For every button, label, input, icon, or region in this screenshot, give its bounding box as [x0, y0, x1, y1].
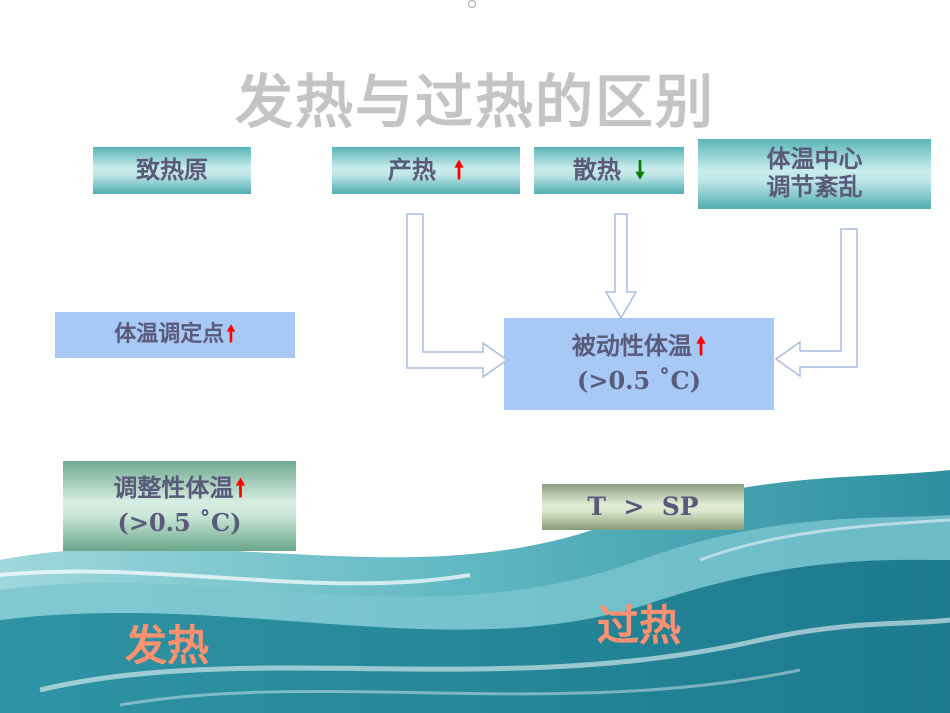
passive-threshold: (>0.5 ˚C)	[576, 366, 702, 395]
center-disorder-line2: 调节紊乱	[766, 173, 863, 201]
arrow-from-center-disorder	[774, 228, 858, 378]
regulated-temp-label: 调整性体温	[113, 474, 234, 503]
heat-dissipation-label: 散热	[572, 155, 621, 184]
up-arrow-icon: 🠕	[226, 322, 236, 348]
decorative-dot	[468, 0, 476, 8]
fever-label: 发热	[125, 621, 210, 670]
arrow-from-heat-dissipation	[604, 213, 638, 320]
regulated-temp-box: 调整性体温 🠕 (>0.5 ˚C)	[63, 461, 296, 551]
down-arrow-icon: 🠗	[634, 155, 646, 184]
up-arrow-icon: 🠕	[235, 474, 246, 503]
setpoint-box: 体温调定点 🠕	[55, 312, 295, 358]
regulated-threshold: (>0.5 ˚C)	[117, 508, 242, 537]
center-disorder-box: 体温中心 调节紊乱	[698, 139, 931, 209]
heat-production-label: 产热	[387, 155, 436, 184]
comparison-label: T > SP	[587, 491, 699, 521]
pyrogen-label: 致热原	[136, 155, 208, 184]
up-arrow-icon: 🠕	[695, 332, 707, 361]
center-disorder-line1: 体温中心	[766, 145, 863, 174]
up-arrow-icon: 🠕	[453, 155, 465, 184]
hyperthermia-label: 过热	[597, 601, 682, 650]
heat-dissipation-box: 散热 🠗	[534, 147, 684, 194]
heat-production-box: 产热 🠕	[332, 147, 520, 194]
page-title: 发热与过热的区别	[234, 68, 715, 136]
passive-temp-box: 被动性体温 🠕 (>0.5 ˚C)	[504, 318, 774, 410]
pyrogen-box: 致热原	[93, 147, 251, 194]
passive-temp-label: 被动性体温	[571, 332, 692, 361]
comparison-box: T > SP	[542, 484, 744, 530]
arrow-from-heat-production	[406, 213, 509, 379]
setpoint-label: 体温调定点	[114, 322, 225, 348]
